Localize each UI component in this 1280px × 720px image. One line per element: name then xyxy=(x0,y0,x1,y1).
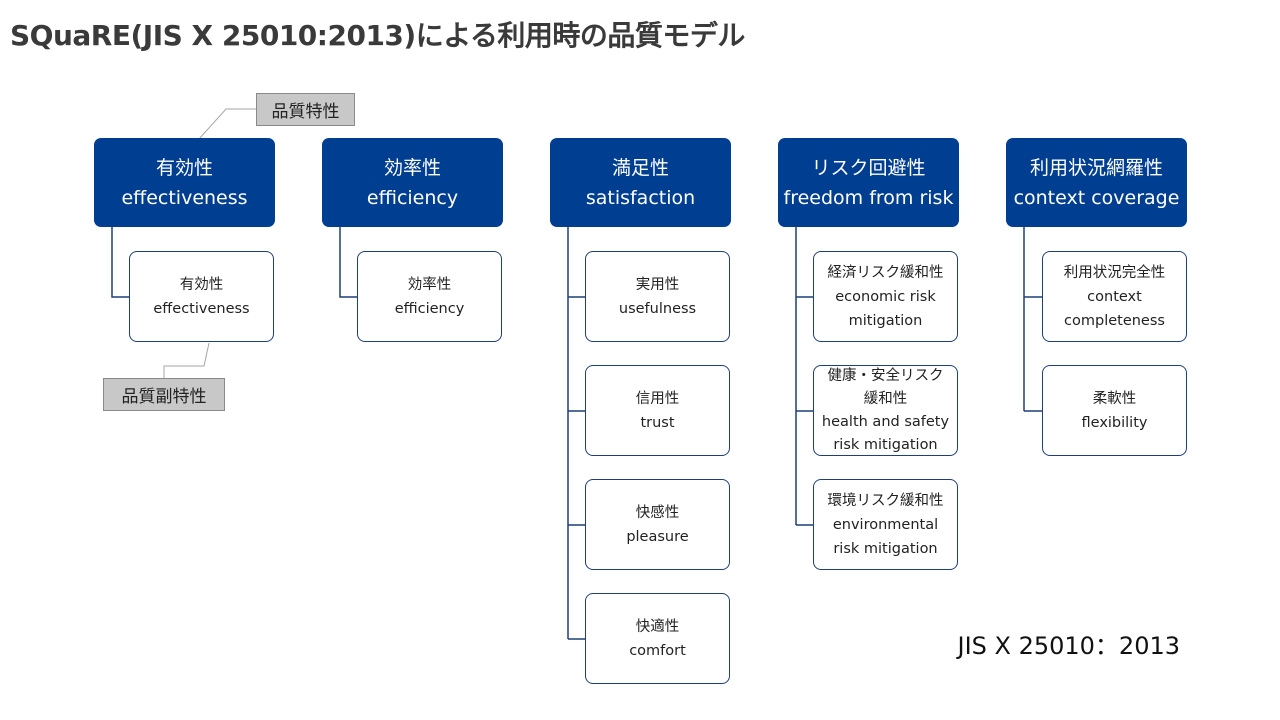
sub-label-en-line1: economic risk xyxy=(835,288,936,305)
sub-label-ja: 経済リスク緩和性 xyxy=(827,264,944,281)
sub-label-ja: 信用性 xyxy=(635,390,680,407)
sub-label-en: effectiveness xyxy=(153,300,250,317)
sub-label-ja: 柔軟性 xyxy=(1092,390,1137,407)
category-label-ja: 有効性 xyxy=(155,156,213,179)
sub-label-en: efficiency xyxy=(394,300,465,317)
sub-label-en-line1: health and safety xyxy=(821,413,950,430)
callout-leader-characteristic xyxy=(198,108,256,140)
sub-label-ja: 快感性 xyxy=(635,504,680,521)
connector-line xyxy=(339,227,358,298)
callout-leader-subcharacteristic xyxy=(163,342,210,378)
sub-label-en-line2: risk mitigation xyxy=(833,436,938,453)
sub-usefulness: 実用性 usefulness xyxy=(585,251,730,342)
sub-flexibility: 柔軟性 flexibility xyxy=(1042,365,1187,456)
standard-reference: JIS X 25010：2013 xyxy=(957,632,1180,660)
category-label-ja: 満足性 xyxy=(611,156,669,179)
sub-label-en: trust xyxy=(640,414,675,431)
sub-efficiency: 効率性 efficiency xyxy=(357,251,502,342)
sub-label-en: comfort xyxy=(629,642,686,659)
sub-health-safety-risk-mitigation: 健康・安全リスク 緩和性 health and safety risk miti… xyxy=(813,365,958,456)
category-label-en: satisfaction xyxy=(585,186,696,209)
sub-label-en: usefulness xyxy=(618,300,697,317)
sub-label-en: pleasure xyxy=(626,528,689,545)
sub-label-ja: 快適性 xyxy=(635,618,680,635)
category-label-en: efficiency xyxy=(366,186,459,209)
callout-quality-subcharacteristic: 品質副特性 xyxy=(103,378,225,411)
category-effectiveness: 有効性 effectiveness xyxy=(94,138,275,227)
sub-label-ja: 実用性 xyxy=(635,276,680,293)
category-freedom-from-risk: リスク回避性 freedom from risk xyxy=(778,138,959,227)
connector-line xyxy=(111,227,130,298)
sub-label-en-line1: environmental xyxy=(832,516,939,533)
category-label-en: context coverage xyxy=(1013,186,1180,209)
sub-economic-risk-mitigation: 経済リスク緩和性 economic risk mitigation xyxy=(813,251,958,342)
sub-label-ja: 利用状況完全性 xyxy=(1063,264,1166,281)
sub-trust: 信用性 trust xyxy=(585,365,730,456)
category-label-en: effectiveness xyxy=(121,186,248,209)
sub-label-ja: 効率性 xyxy=(407,276,452,293)
sub-label-en-line2: risk mitigation xyxy=(833,540,938,557)
category-satisfaction: 満足性 satisfaction xyxy=(550,138,731,227)
category-context-coverage: 利用状況網羅性 context coverage xyxy=(1006,138,1187,227)
callout-quality-characteristic: 品質特性 xyxy=(256,93,355,126)
category-label-ja: リスク回避性 xyxy=(811,156,926,179)
category-efficiency: 効率性 efficiency xyxy=(322,138,503,227)
sub-label-en-line2: completeness xyxy=(1064,312,1165,329)
sub-environmental-risk-mitigation: 環境リスク緩和性 environmental risk mitigation xyxy=(813,479,958,570)
page-title: SQuaRE(JIS X 25010:2013)による利用時の品質モデル xyxy=(10,19,745,52)
category-label-ja: 効率性 xyxy=(383,156,441,179)
sub-label-ja-line1: 健康・安全リスク xyxy=(827,367,944,384)
sub-label-en-line1: context xyxy=(1087,288,1142,305)
sub-pleasure: 快感性 pleasure xyxy=(585,479,730,570)
category-label-en: freedom from risk xyxy=(783,186,954,209)
sub-comfort: 快適性 comfort xyxy=(585,593,730,684)
sub-label-ja: 有効性 xyxy=(179,276,224,293)
sub-label-ja: 環境リスク緩和性 xyxy=(827,492,944,509)
category-label-ja: 利用状況網羅性 xyxy=(1029,156,1163,179)
sub-label-ja-line2: 緩和性 xyxy=(863,390,908,407)
sub-label-en: flexibility xyxy=(1081,414,1148,431)
sub-context-completeness: 利用状況完全性 context completeness xyxy=(1042,251,1187,342)
sub-label-en-line2: mitigation xyxy=(848,312,923,329)
sub-effectiveness: 有効性 effectiveness xyxy=(129,251,274,342)
